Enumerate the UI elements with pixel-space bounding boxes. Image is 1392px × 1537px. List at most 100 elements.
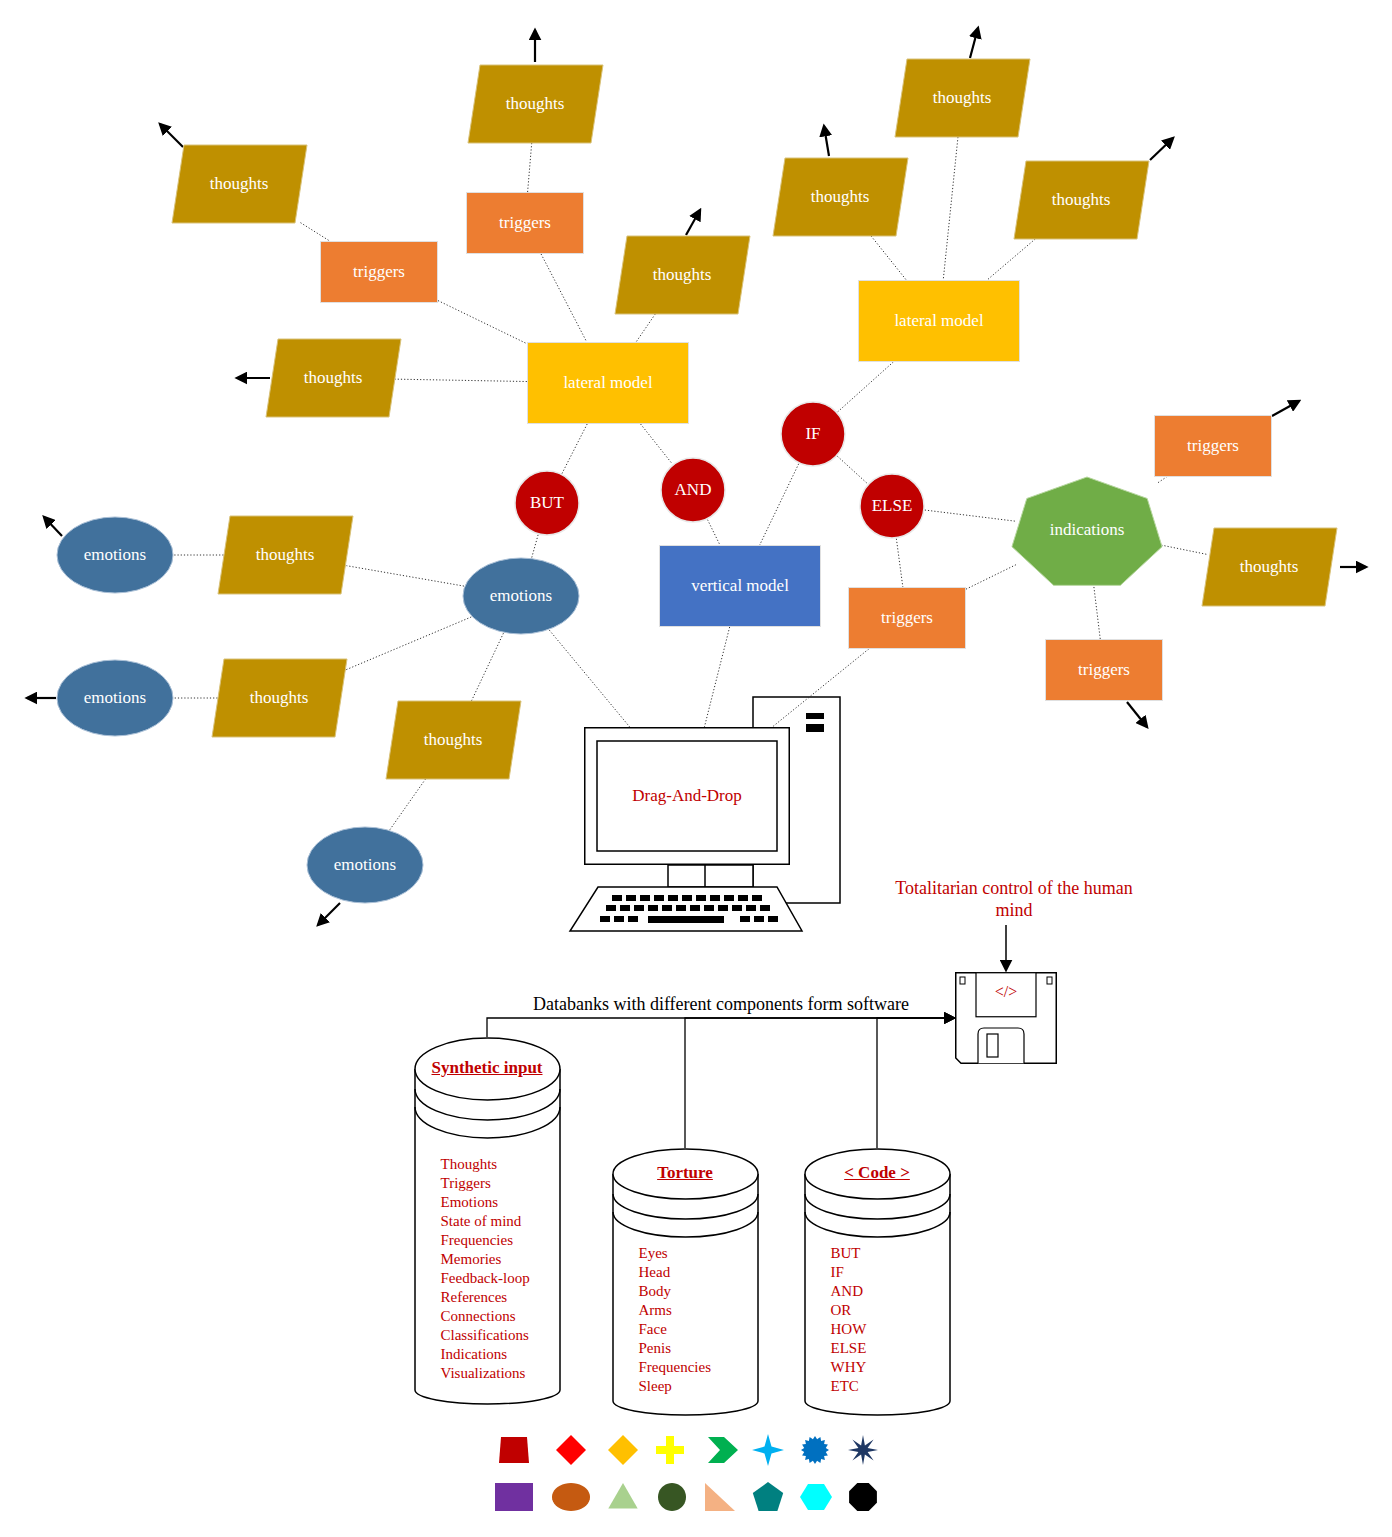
key [668,895,678,901]
callout-leader [1006,925,1007,970]
dotted-connector [1158,544,1207,554]
thought-box: thoughts [895,59,1030,137]
database-item: Eyes [639,1244,711,1263]
trigger-box: triggers [1154,415,1272,477]
dotted-connector [347,566,464,586]
node-label: emotions [490,586,552,606]
thought-box: thoughts [468,65,603,143]
dotted-connector [966,565,1016,589]
outgoing-arrow [44,517,62,536]
node-label: thoughts [210,174,269,194]
key [600,916,610,922]
emotion-ellipse: emotions [462,557,580,635]
outgoing-arrow [318,903,340,925]
monitor-screen: Drag-And-Drop [584,727,790,865]
database-cylinder: Synthetic inputThoughtsTriggersEmotionsS… [414,1037,561,1405]
database-item: WHY [831,1358,867,1377]
outgoing-arrow [27,697,56,699]
key [738,895,748,901]
thought-box: thoughts [615,236,750,314]
palette-shape [800,1484,832,1510]
callout-text: Totalitarian control of the human mind [894,877,1134,921]
database-item: Arms [639,1301,711,1320]
thought-box: thoughts [386,701,521,779]
outgoing-arrow [160,124,183,147]
database-title: Torture [657,1163,713,1183]
dotted-connector [1093,581,1100,639]
dotted-connector [837,456,867,484]
key [676,905,686,911]
trigger-box: triggers [466,192,584,254]
database-item: Penis [639,1339,711,1358]
thought-box: thoughts [266,339,401,417]
key [760,905,770,911]
database-item: Head [639,1263,711,1282]
node-label: ELSE [872,496,913,516]
dotted-connector [838,362,894,412]
node-label: thoughts [933,88,992,108]
node-label: triggers [1187,436,1239,456]
logic-circle: BUT [514,470,580,536]
model-box: vertical model [659,545,821,627]
database-item: Frequencies [639,1358,711,1377]
shape-palette [495,1434,878,1511]
key [634,905,644,911]
arrow-connector [487,1018,955,1037]
database-item: Connections [441,1307,530,1326]
key [710,895,720,901]
database-item: Face [639,1320,711,1339]
dotted-connector [760,464,799,545]
key [654,895,664,901]
thought-box: thoughts [1014,161,1149,239]
dotted-connector [704,627,729,727]
node-label: thoughts [1052,190,1111,210]
database-item: Thoughts [441,1155,530,1174]
node-label: indications [1050,520,1125,540]
palette-shape [608,1435,638,1465]
trigger-box: triggers [848,587,966,649]
node-label: triggers [1078,660,1130,680]
key [648,905,658,911]
dotted-connector [174,555,224,556]
monitor-stand [668,865,753,887]
dotted-connector [438,301,527,344]
palette-shape [552,1483,590,1511]
thought-box: thoughts [172,145,307,223]
key [718,905,728,911]
node-label: triggers [353,262,405,282]
palette-shape [658,1483,686,1511]
node-label: thoughts [506,94,565,114]
thought-box: thoughts [1202,528,1337,606]
database-item: Classifications [441,1326,530,1345]
keyboard-outline [570,887,802,931]
key [614,916,624,922]
palette-shape [608,1483,637,1509]
edge-label: Databanks with different components form… [530,993,912,1015]
dotted-connector [871,236,906,280]
model-box: lateral model [858,280,1020,362]
arrow-connector [877,1018,955,1148]
node-outline [612,1148,759,1416]
database-item: Memories [441,1250,530,1269]
node-label: triggers [881,608,933,628]
node-label: emotions [84,688,146,708]
dotted-connector [471,633,503,701]
database-item: Sleep [639,1377,711,1396]
key [746,905,756,911]
stand-line [704,865,706,887]
node-label: BUT [530,493,564,513]
node-label: thoughts [424,730,483,750]
node-label: thoughts [250,688,309,708]
key [690,905,700,911]
dotted-connector [390,779,426,830]
database-item: State of mind [441,1212,530,1231]
dotted-connector [896,539,902,587]
database-item: OR [831,1301,867,1320]
outgoing-arrow [686,210,700,235]
node-label: AND [675,480,712,500]
dotted-connector [987,239,1035,280]
palette-shape [753,1482,783,1511]
dotted-connector [174,698,218,699]
key [626,895,636,901]
model-box: lateral model [527,342,689,424]
